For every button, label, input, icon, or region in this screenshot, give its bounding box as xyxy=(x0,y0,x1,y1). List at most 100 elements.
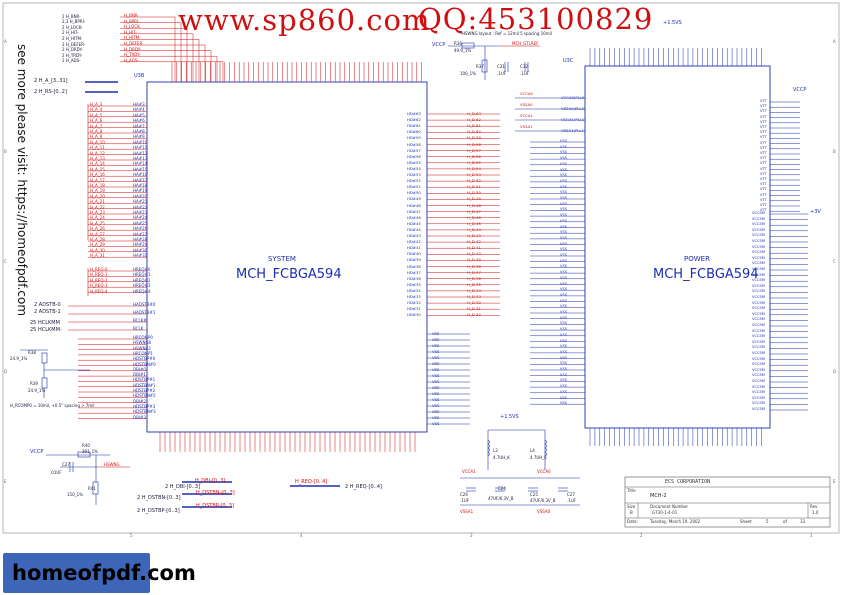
data-pin: HD#35 xyxy=(407,281,421,287)
right-vss-pin: VSS xyxy=(560,201,568,206)
l3-ref: L3 xyxy=(493,448,498,453)
vccsm-pin: VCCSM xyxy=(752,227,765,232)
lower-left-pin: HDSTBN#0 xyxy=(133,361,156,367)
data-net: H_D-46 xyxy=(467,214,481,220)
vtt-pin: VTT xyxy=(760,166,767,171)
vccsm-pin: VCCSM xyxy=(752,255,765,260)
data-net: H_D-36 xyxy=(467,275,481,281)
right-vss-pin: VSS xyxy=(560,395,568,400)
address-net: H_A_20 xyxy=(90,193,105,199)
data-pin: HD#39 xyxy=(407,257,421,263)
vccsm-pin: VCCSM xyxy=(752,306,765,311)
address-net: H_A_4 xyxy=(90,107,103,113)
right-vss-pin: VSS xyxy=(560,389,568,394)
right-vss-pin: VSS xyxy=(560,355,568,360)
r38-value: 24.9_1% xyxy=(10,356,28,361)
plus3v-label: +3V xyxy=(810,209,821,215)
data-pin: HD#32 xyxy=(407,300,421,306)
c27-value: .01UF xyxy=(50,470,62,475)
address-pin: HA#21 xyxy=(133,199,148,205)
lower-left-pin: DBI#0 xyxy=(133,366,146,372)
frame-row-letter: C xyxy=(833,259,836,264)
l4-ref: L4 xyxy=(530,448,535,453)
data-net: H_D-38 xyxy=(467,263,481,269)
data-net: H_D-31 xyxy=(467,306,481,312)
company-name: ECS CORPORATION xyxy=(665,479,711,485)
vtt-pin: VTT xyxy=(760,171,767,176)
right-vss-pin: VSS xyxy=(560,258,568,263)
address-pin: HA#5 xyxy=(133,112,145,118)
data-pin: HD#46 xyxy=(407,214,421,220)
c24-ref: C24 xyxy=(498,486,506,491)
vccsm-pin: VCCSM xyxy=(752,289,765,294)
data-pin: HD#55 xyxy=(407,159,421,165)
sheet-title: MCH-2 xyxy=(650,493,667,499)
data-net: H_D-59 xyxy=(467,135,481,141)
plus15v-mid-label: +1.5VS xyxy=(500,414,519,420)
address-pin: HA#22 xyxy=(133,204,148,210)
hclk-n-label: 25 HCLKMM- xyxy=(30,327,62,333)
right-vss-pin: VSS xyxy=(560,315,568,320)
c27b-ref: C27 xyxy=(567,492,575,497)
top-signal-label: 2,3 H_BPRI- xyxy=(62,19,86,25)
hdbi-bus-left: 2 H_DBI-[0..3] xyxy=(165,484,201,490)
top-signal-net: H_HIT- xyxy=(124,29,137,35)
vss-pin: VSS xyxy=(432,361,440,366)
right-vss-pin: VSS xyxy=(560,361,568,366)
right-vss-pin: VSS xyxy=(560,349,568,354)
data-net: H_D-45 xyxy=(467,220,481,226)
watermark-banner[interactable] xyxy=(3,553,150,593)
top-signal-label: 2 H_HIT- xyxy=(62,30,79,36)
address-pin: HA#23 xyxy=(133,210,148,215)
size-value: B xyxy=(630,510,633,515)
req-net: H_REQ-1 xyxy=(90,272,108,278)
lower-left-pin: HRCOMP0 xyxy=(133,335,153,340)
vccsm-pin: VCCSM xyxy=(752,401,765,406)
of-label: of xyxy=(783,519,787,524)
c25-value: 47UF/6.3V_B xyxy=(530,498,556,503)
power-pin: VCCA1(PLL1) xyxy=(561,117,586,122)
top-signal-label: 2 H_DEFER- xyxy=(62,41,86,47)
right-vss-pin: VSS xyxy=(560,213,568,218)
lower-left-pin: HDSTBP#2 xyxy=(133,388,156,393)
vss-pin: VSS xyxy=(432,373,440,378)
data-pin: HD#53 xyxy=(407,172,421,177)
vccsm-pin: VCCSM xyxy=(752,356,765,361)
r37-value: 100_1% xyxy=(460,71,476,76)
req-net: H_REQ-4 xyxy=(90,288,108,294)
misc-pin: HADSTB#1 xyxy=(133,310,156,315)
lower-left-pin: HDSTBN#2 xyxy=(133,393,156,399)
lower-left-pin: HDSTBP#0 xyxy=(133,356,156,362)
address-net: H_A_9 xyxy=(90,134,103,140)
vssa1-net: VSSA1 xyxy=(460,509,474,514)
req-net: H_REQ-2 xyxy=(90,277,108,283)
frame-row-letter: B xyxy=(833,149,836,154)
vccsm-pin: VCCSM xyxy=(752,334,765,339)
right-vss-pin: VSS xyxy=(560,384,568,389)
address-net: H_A_16 xyxy=(90,172,105,178)
address-pin: HA#28 xyxy=(133,237,148,242)
right-vss-pin: VSS xyxy=(560,173,568,178)
data-net: H_D-58 xyxy=(467,141,481,147)
vccsm-pin: VCCSM xyxy=(752,339,765,344)
data-net: H_D-54 xyxy=(467,165,481,171)
data-pin: HD#54 xyxy=(407,165,421,171)
address-net: H_A_21 xyxy=(90,199,105,205)
vtt-pin: VTT xyxy=(760,161,767,166)
right-vss-pin: VSS xyxy=(560,304,568,309)
data-net: H_D-60 xyxy=(467,129,481,135)
r39-value: 24.9_1% xyxy=(28,388,46,393)
right-vss-pin: VSS xyxy=(560,372,568,377)
top-signal-net: H_DEFER- xyxy=(124,41,144,46)
req-pin: HREQ#0 xyxy=(133,267,151,272)
address-pin: HA#3 xyxy=(133,102,145,107)
vccsm-pin: VCCSM xyxy=(752,407,765,411)
data-net: H_D-32 xyxy=(467,300,481,306)
req-pin: HREQ#2 xyxy=(133,277,151,283)
top-signal-label: 2 H_ADS- xyxy=(62,58,81,64)
address-pin: HA#16 xyxy=(133,172,148,178)
watermark-banner-text[interactable]: homeofpdf.com xyxy=(12,561,196,585)
data-pin: HD#51 xyxy=(407,184,421,190)
data-pin: HD#31 xyxy=(407,306,421,312)
vtt-pin: VTT xyxy=(760,182,767,187)
